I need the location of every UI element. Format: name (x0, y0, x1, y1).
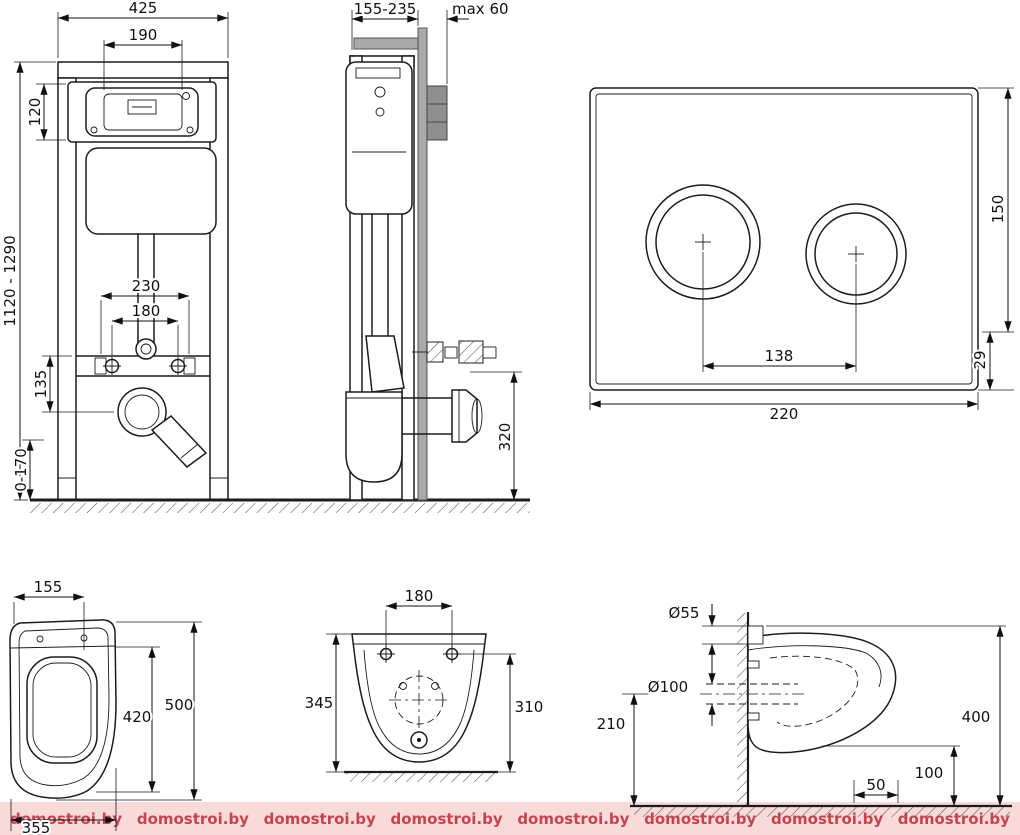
frame-top-bar (57, 61, 229, 79)
bowl-mount-outline (351, 633, 487, 763)
watermark-text: domostroi.by (136, 809, 249, 828)
dim-frame-width: 425 (129, 0, 158, 17)
flush-plate-outline (589, 87, 979, 391)
dim-outlet-diameter: Ø100 (648, 678, 688, 696)
bowl-mounting-view: 180 345 310 (303, 585, 545, 782)
dim-depth-total: 500 (165, 696, 194, 714)
dim-depth-range: 155-235 (354, 0, 417, 18)
dim-outlet-offset: 50 (866, 776, 885, 794)
dim-mount-height: 400 (962, 708, 991, 726)
outlet-elbow (150, 415, 208, 468)
dim-inlet-diameter: Ø55 (669, 604, 700, 622)
dim-plate-height: 150 (989, 195, 1007, 224)
watermark-text: domostroi.by (263, 809, 376, 828)
flush-plate-view: 138 220 150 29 (589, 87, 1014, 425)
inlet-stub (747, 625, 764, 645)
wall-anchor-block (426, 85, 448, 141)
frame-side-view: 155-235 max 60 320 (345, 0, 522, 501)
bowl-side-view: Ø55 Ø100 210 400 100 50 (595, 602, 1012, 817)
dim-outlet-height-320: 320 (496, 423, 514, 452)
dim-fixing-span-outer: 230 (132, 277, 161, 295)
dim-length-total: 345 (305, 694, 334, 712)
dim-rear-width: 155 (34, 578, 63, 596)
dim-outlet-adjust-range: 0-170 (12, 448, 30, 492)
bowl-side-outline (747, 632, 897, 754)
access-panel (85, 87, 199, 137)
wall (417, 27, 428, 501)
top-bracket (353, 37, 419, 50)
dim-button-spacing: 138 (765, 347, 794, 365)
dim-bracket-to-outlet: 135 (32, 370, 50, 399)
cistern-box (67, 81, 217, 143)
bowl-top-view: 155 420 500 355 (9, 576, 202, 835)
water-tank (85, 147, 217, 235)
frame-front-view: 425 190 120 1120 - 1290 230 180 135 0-17… (0, 0, 530, 513)
dim-fixing-span-inner: 180 (132, 302, 161, 320)
bowl-opening (26, 656, 98, 764)
dim-outlet-center-height: 210 (597, 715, 626, 733)
trap (345, 391, 403, 483)
dim-length-inner: 310 (515, 698, 544, 716)
dim-button-edge-offset: 29 (971, 350, 989, 369)
bowl-outline (9, 619, 117, 799)
dim-depth-inner: 420 (123, 708, 152, 726)
dim-bottom-edge-height: 100 (915, 764, 944, 782)
dim-panel-width: 190 (129, 26, 158, 44)
dim-wall-thickness-max: max 60 (452, 0, 509, 18)
dim-plate-width: 220 (770, 405, 799, 423)
watermark-text: domostroi.by (390, 809, 503, 828)
dim-frame-height-range: 1120 - 1290 (1, 235, 19, 326)
water-supply-valve (426, 341, 444, 363)
watermark-text: domostroi.by (517, 809, 630, 828)
dim-bolt-spacing: 180 (405, 587, 434, 605)
outlet-bell (451, 389, 478, 443)
cistern-side (345, 61, 413, 215)
dim-panel-height: 120 (26, 98, 44, 127)
dim-bowl-width: 355 (22, 819, 51, 835)
